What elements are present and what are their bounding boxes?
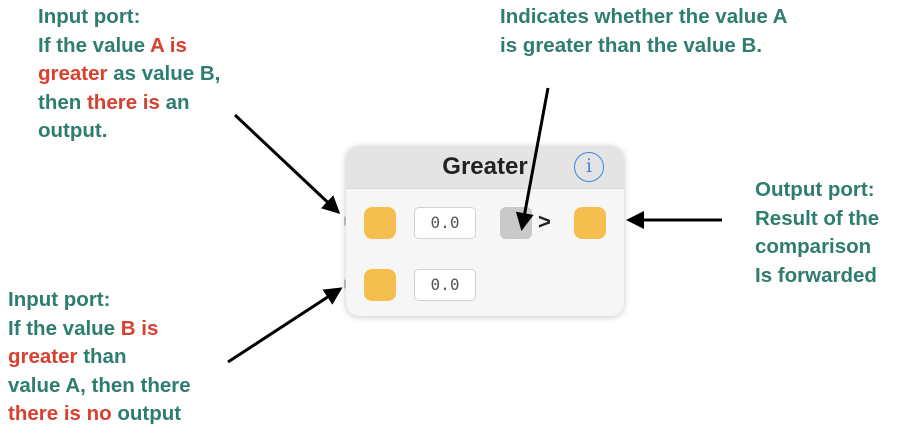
- info-icon[interactable]: i: [574, 152, 604, 182]
- annotation-line: Indicates whether the value A: [500, 5, 788, 28]
- annotation-line: Is forwarded: [755, 263, 877, 287]
- annotation-indicator: Indicates whether the value A is greater…: [500, 3, 787, 60]
- annotation-line: Input port:: [8, 288, 111, 311]
- annotation-line: If the value A is: [38, 33, 187, 57]
- arrow-to-input-b: [227, 287, 343, 364]
- annotation-line: value A, then there: [8, 373, 191, 397]
- input-b-value-field[interactable]: 0.0: [414, 269, 476, 301]
- operator-label: >: [538, 209, 551, 234]
- annotation-line: Input port:: [38, 5, 141, 28]
- annotation-line: If the value B is: [8, 316, 159, 340]
- annotation-line: comparison: [755, 235, 872, 258]
- input-port-b[interactable]: [364, 269, 396, 301]
- node-title: Greater: [442, 153, 528, 180]
- annotation-input-a: Input port: If the value A is greater as…: [38, 3, 220, 146]
- annotation-line: greater as value B,: [38, 62, 221, 85]
- annotation-line: there is no output: [8, 402, 182, 425]
- arrow-to-input-a: [233, 113, 341, 215]
- annotation-line: greater than: [8, 345, 127, 368]
- node-header[interactable]: Greater i: [346, 146, 624, 189]
- arrow-to-indicator: [515, 87, 550, 231]
- input-a-value-field[interactable]: 0.0: [414, 207, 476, 239]
- greater-node[interactable]: Greater i 0.0 > 0.0: [346, 146, 624, 316]
- annotation-line: Result of the: [755, 206, 880, 230]
- output-port[interactable]: [574, 207, 606, 239]
- annotation-line: Output port:: [755, 178, 875, 201]
- annotation-line: output.: [38, 119, 108, 142]
- annotation-input-b: Input port: If the value B is greater th…: [8, 286, 191, 429]
- annotation-output: Output port: Result of the comparison Is…: [755, 176, 879, 290]
- annotation-line: is greater than the value B.: [500, 33, 763, 57]
- annotation-line: then there is an: [38, 90, 190, 114]
- input-port-a[interactable]: [364, 207, 396, 239]
